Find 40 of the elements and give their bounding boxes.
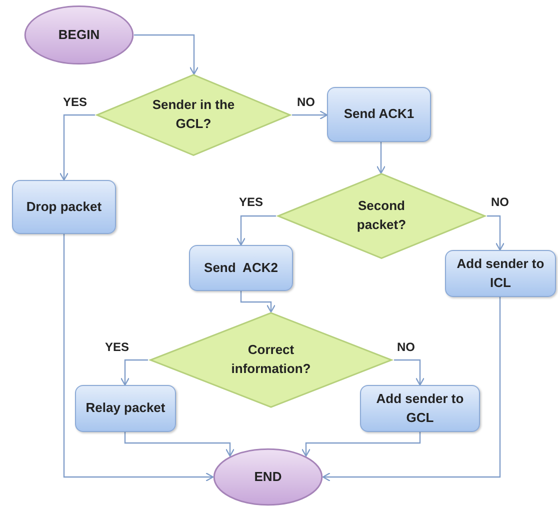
arrow: [134, 34, 199, 75]
start-ellipse: [24, 5, 134, 65]
edge-label: YES: [104, 341, 130, 353]
node-label: Drop packet: [25, 198, 103, 216]
node-label: Relay packet: [84, 399, 166, 418]
end-ellipse: [213, 448, 323, 506]
edge-label: NO: [296, 96, 316, 108]
arrow: [124, 432, 235, 457]
arrow: [120, 359, 148, 386]
node-label: Sender in the GCL?: [151, 96, 236, 133]
process-box: [445, 250, 556, 297]
arrow: [394, 359, 425, 386]
arrow: [322, 297, 501, 482]
node-label: Send ACK1: [342, 105, 416, 124]
edge-label: YES: [62, 96, 88, 108]
node-label: Add sender to GCL: [375, 390, 465, 426]
arrow: [59, 114, 95, 181]
arrow: [63, 234, 214, 482]
process-box: [189, 245, 293, 291]
arrow: [301, 432, 421, 457]
edge-label: NO: [490, 196, 510, 208]
arrow: [240, 291, 276, 313]
node-label: END: [253, 468, 283, 486]
process-box: [12, 180, 116, 234]
node-label: Send ACK2: [203, 258, 279, 277]
process-box: [327, 87, 431, 142]
arrow: [292, 110, 328, 120]
arrow: [376, 142, 386, 174]
edge-label: YES: [238, 196, 264, 208]
process-box: [360, 385, 480, 432]
decision-diamond: [276, 173, 487, 259]
node-label: Add sender to ICL: [456, 254, 546, 292]
process-box: [75, 385, 176, 432]
arrow: [236, 215, 276, 246]
edge-label: NO: [396, 341, 416, 353]
arrow: [487, 215, 505, 251]
decision-diamond: [95, 74, 292, 156]
node-label: Correct information?: [230, 341, 312, 378]
node-label: BEGIN: [57, 26, 101, 44]
node-label: Second packet?: [356, 197, 408, 234]
